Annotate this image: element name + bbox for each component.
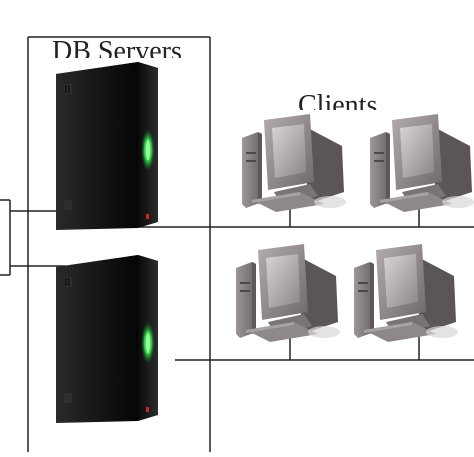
server-tower-icon (56, 255, 158, 423)
desktop-computer-icon (354, 244, 458, 342)
connection-lines (0, 198, 474, 361)
db-servers-label: DB Servers (52, 38, 182, 58)
db-servers-group-border (27, 36, 211, 452)
desktop-computer-icon (370, 114, 474, 212)
clients-label: Clients (298, 92, 378, 110)
desktop-computer-icon (242, 114, 346, 212)
desktop-computer-icon (236, 244, 340, 342)
server-tower-icon (56, 62, 158, 230)
